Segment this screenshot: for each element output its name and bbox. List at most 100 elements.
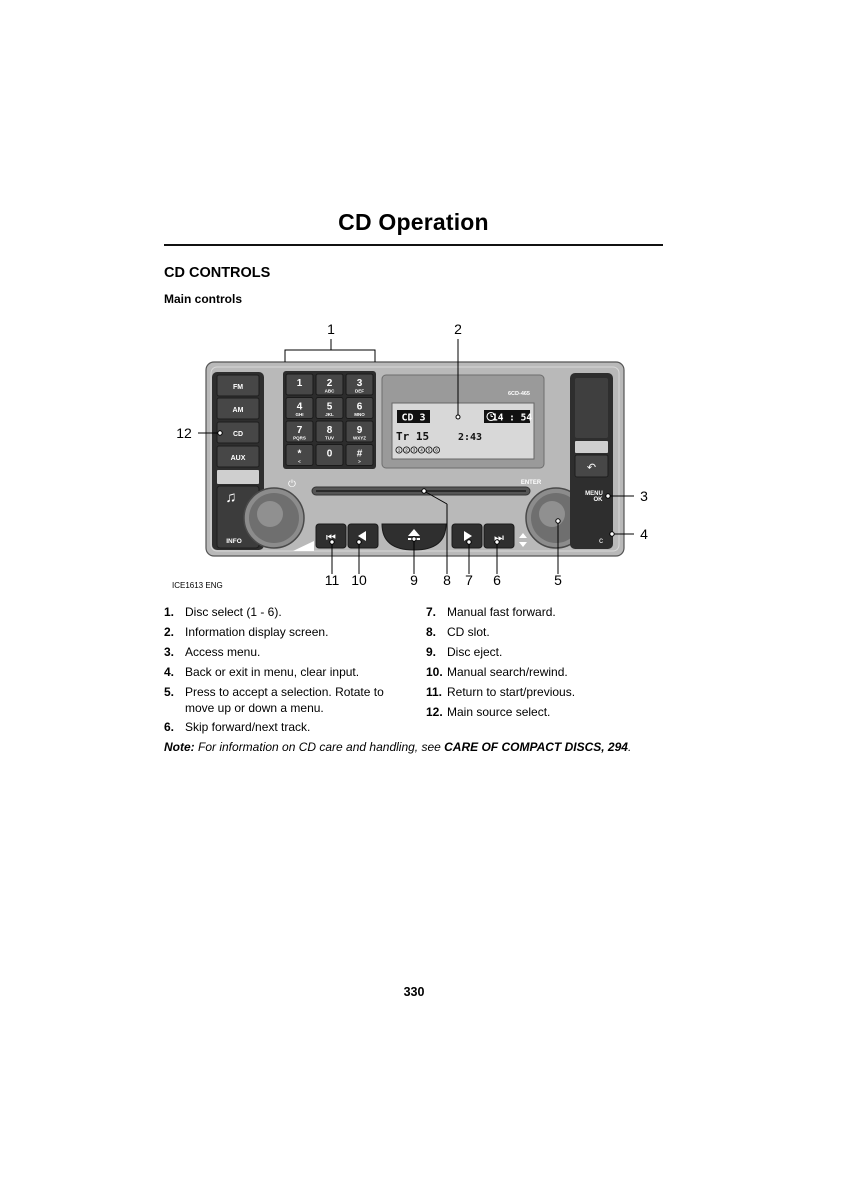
keypad-button-10[interactable]: *<: [285, 444, 314, 466]
keypad-digit: 0: [327, 449, 333, 460]
source-aux-label: AUX: [231, 455, 246, 462]
disc-indicator-ring: [395, 446, 403, 454]
display-track: Tr 15: [396, 430, 429, 443]
disc-indicator-ring: [417, 446, 425, 454]
list-item-text: Access menu.: [185, 645, 261, 659]
list-item: 2.Information display screen.: [164, 624, 405, 640]
list-item-number: 7.: [426, 605, 437, 619]
previous-track-icon: ⏮: [326, 532, 336, 544]
next-track-button[interactable]: ⏭: [483, 523, 515, 549]
disc-indicator-ring: [425, 446, 433, 454]
eject-icon: [408, 529, 420, 536]
source-button-am[interactable]: AM: [216, 397, 260, 420]
clock-icon: [486, 411, 496, 422]
keypad-digit: 1: [297, 378, 303, 389]
list-item-number: 11.: [426, 685, 443, 699]
list-item-text: Return to start/previous.: [447, 685, 576, 699]
keypad-letters: WXYZ: [353, 436, 366, 441]
music-note-icon: ♫: [225, 489, 236, 506]
source-button-aux[interactable]: AUX: [216, 445, 260, 468]
callout-leaders: [198, 339, 634, 574]
volume-ramp-icon: [293, 541, 314, 551]
callout-7: 7: [465, 572, 473, 588]
phone-button[interactable]: ↶: [574, 454, 609, 478]
ok-label: OK: [594, 497, 604, 503]
list-item-text: Press to accept a selection. Rotate to m…: [185, 685, 384, 715]
keypad-letters: DEF: [355, 389, 364, 394]
source-fm-label: FM: [233, 384, 243, 391]
keypad-digit: 7: [297, 425, 303, 436]
keypad-digit: 8: [327, 425, 333, 436]
disc-indicator-number: 4: [420, 448, 423, 453]
callout-2: 2: [454, 321, 462, 337]
list-item: 12. Main source select.: [426, 704, 667, 720]
keypad-letters: PQRS: [293, 436, 306, 441]
list-item: 4.Back or exit in menu, clear input.: [164, 664, 405, 680]
keypad-button-12[interactable]: #>: [345, 444, 374, 466]
disc-indicator-number: 6: [435, 448, 438, 453]
volume-knob[interactable]: [243, 487, 305, 549]
menu-ok-button[interactable]: MENU OK: [585, 491, 603, 503]
keypad-digit: 3: [357, 378, 363, 389]
keypad-letters: MNO: [354, 412, 365, 417]
list-item-number: 10.: [426, 665, 443, 679]
keypad-button-1[interactable]: 1: [285, 373, 314, 396]
disc-indicator-number: 1: [398, 448, 401, 453]
model-label: 6CD-465: [508, 391, 530, 397]
list-item-number: 6.: [164, 720, 175, 734]
disc-indicator-ring: [432, 446, 440, 454]
display-clock: 14 : 54: [492, 413, 532, 424]
enter-label: ENTER: [521, 480, 542, 486]
callout-4: 4: [640, 526, 648, 542]
list-item-number: 8.: [426, 625, 437, 639]
disc-indicator-number: 5: [428, 448, 431, 453]
info-label: INFO: [226, 538, 242, 545]
keypad-digit: 4: [297, 402, 303, 413]
keypad-letters: JKL: [325, 412, 334, 417]
next-track-icon: ⏭: [494, 532, 504, 544]
callout-12: 12: [176, 425, 192, 441]
figure-id: ICE1613 ENG: [172, 581, 223, 590]
list-item-text: Main source select.: [447, 705, 551, 719]
rewind-icon: [358, 531, 366, 541]
source-button-cd[interactable]: CD: [216, 421, 260, 444]
menu-label: MENU: [585, 491, 603, 497]
list-item-text: CD slot.: [447, 625, 490, 639]
list-item: 10.Manual search/rewind.: [426, 664, 667, 680]
list-item: 3.Access menu.: [164, 644, 405, 660]
list-item-text: Manual fast forward.: [447, 605, 556, 619]
keypad-letters: <: [298, 459, 301, 464]
source-button-fm[interactable]: FM: [216, 374, 260, 397]
title-divider: [164, 244, 663, 246]
keypad-letters: ABC: [325, 389, 335, 394]
fast-forward-button[interactable]: [451, 523, 483, 549]
note-end: .: [627, 740, 632, 754]
list-item-number: 9.: [426, 645, 437, 659]
rewind-button[interactable]: [347, 523, 379, 549]
callout-dots: [217, 414, 615, 545]
callout-6: 6: [493, 572, 501, 588]
phone-hangup-icon: ↶: [587, 462, 596, 474]
back-button[interactable]: c: [599, 536, 603, 545]
list-item-number: 5.: [164, 685, 175, 699]
callout-10: 10: [351, 572, 367, 588]
list-item-text: Skip forward/next track.: [185, 720, 311, 734]
note-text: For information on CD care and handling,…: [194, 740, 445, 754]
callout-3: 3: [640, 488, 648, 504]
list-item-number: 12.: [426, 705, 443, 719]
source-cd-label: CD: [233, 431, 243, 438]
keypad-button-11[interactable]: 0: [315, 444, 344, 466]
previous-track-button[interactable]: ⏮: [315, 523, 347, 549]
display-time: 2:43: [458, 432, 482, 443]
